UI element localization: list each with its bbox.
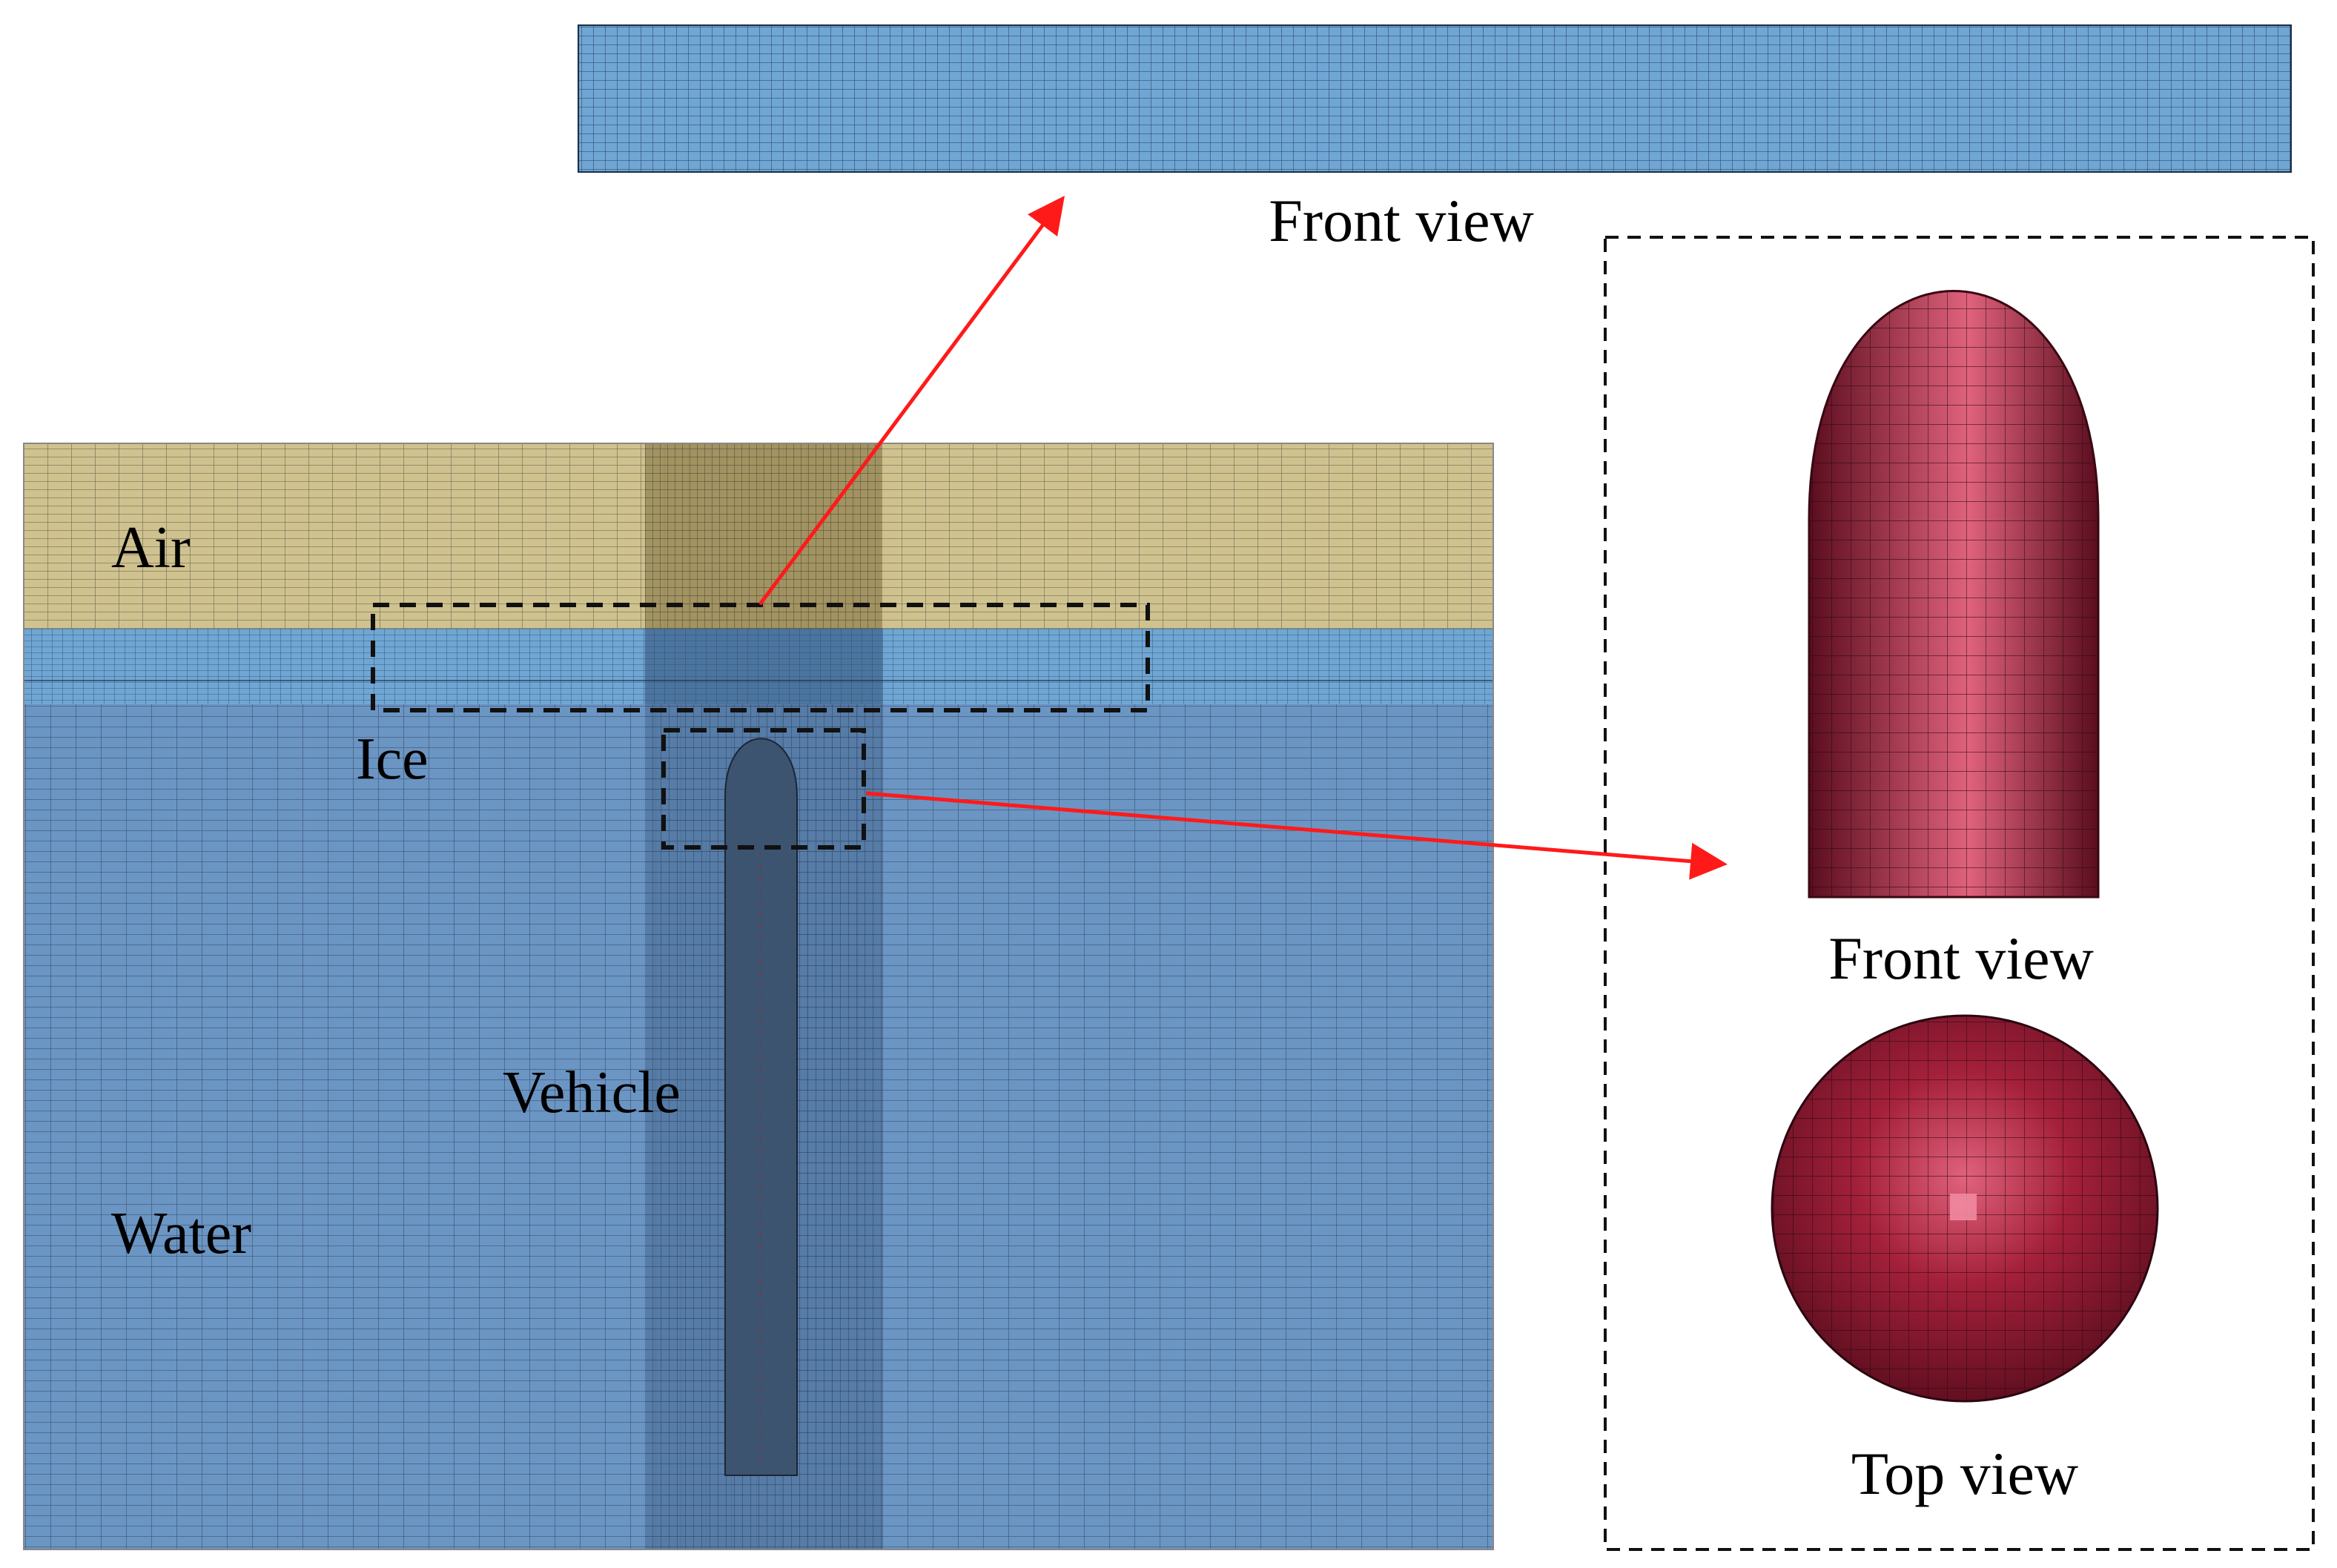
vehicle-front-view-label: Front view [1828,924,2094,992]
ice-label: Ice [356,727,429,792]
red-arrow-icon [758,195,1065,606]
vehicle-label: Vehicle [503,1060,681,1125]
mesh-domain [23,443,1494,1550]
air-label: Air [111,515,191,580]
red-arrow-icon [865,791,1728,880]
ice-front-view-label: Front view [1269,187,1534,254]
air-region [24,443,1493,629]
ice-region [24,629,1493,704]
vehicle-in-mesh [724,738,798,1476]
vehicle-detail-panel [1604,236,2315,1551]
vehicle-top-view [1771,1014,2159,1403]
vehicle-front-view [1808,290,2100,899]
water-label: Water [111,1201,251,1266]
ice-front-view-panel [578,24,2292,173]
vehicle-zoom-box [661,728,866,850]
vehicle-top-view-label: Top view [1851,1440,2078,1507]
ice-zoom-box [371,603,1150,712]
